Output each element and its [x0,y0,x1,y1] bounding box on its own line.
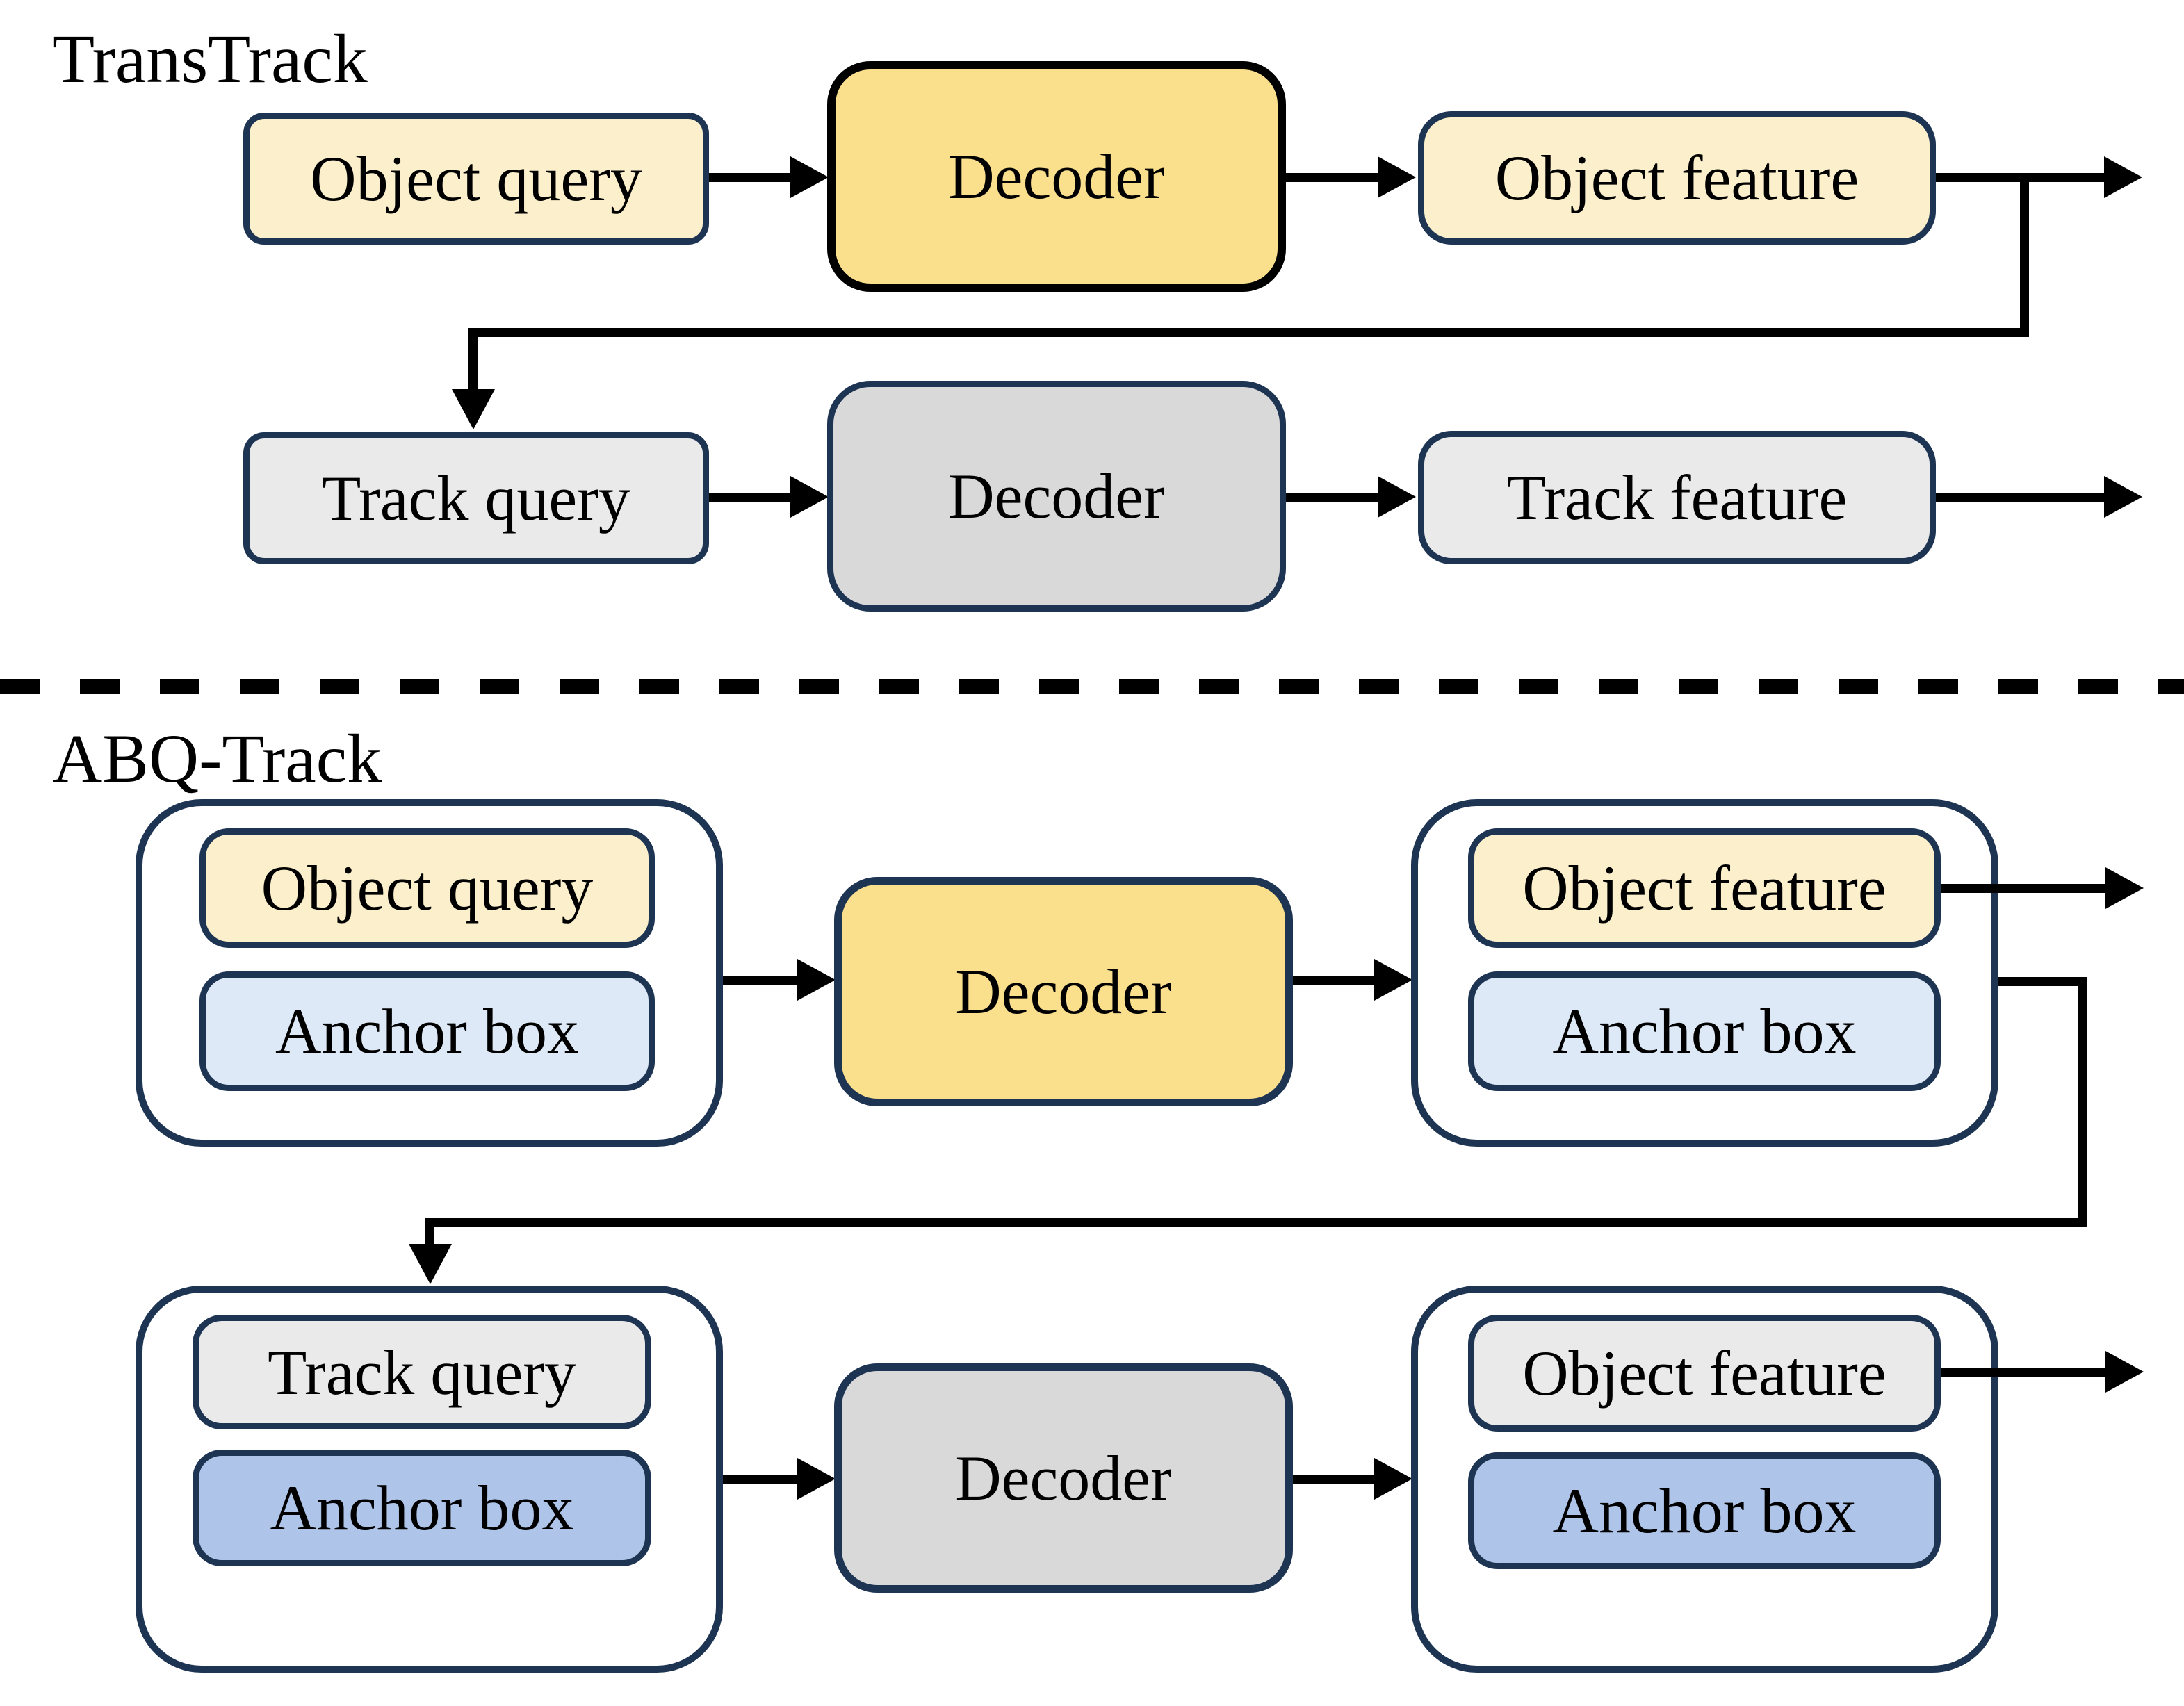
abq-object-feature-box-2: Object feature [1468,1315,1941,1432]
arrow-decoder3-to-container2 [1293,976,1380,985]
section-divider-dashed-line [0,679,2184,694]
transtrack-track-feature-box: Track feature [1418,431,1936,564]
arrowhead-objectfeature-out [2104,156,2142,198]
transtrack-track-query-box: Track query [243,432,709,564]
transtrack-title: TransTrack [52,20,368,97]
arrowhead-objectquery-to-decoder [790,156,829,198]
arrowhead-feedback2-into-container [409,1244,452,1284]
arrowhead-decoder2-to-trackfeature [1378,476,1416,518]
arrowhead-container3-to-decoder4 [797,1458,836,1500]
feedback2-line-drop [425,1218,434,1247]
transtrack-decoder-box: Decoder [827,61,1286,292]
abq-object-query-box: Object query [199,828,655,948]
arrowhead-trackquery-to-decoder [790,476,829,518]
arrow-objectfeature1-out [1941,884,2108,893]
arrow-decoder2-to-trackfeature [1286,493,1380,502]
feedback2-line-down [2078,977,2087,1227]
abq-anchor-box-out-1: Anchor box [1468,971,1941,1091]
arrowhead-objectfeature2-out [2105,1351,2144,1393]
transtrack-decoder2-box: Decoder [827,381,1286,612]
feedback2-line-across [425,1218,2087,1227]
abq-anchor-box-out-2: Anchor box [1468,1452,1941,1569]
abq-anchor-box-in-2: Anchor box [193,1450,651,1566]
arrow-container3-to-decoder4 [723,1475,803,1484]
transtrack-object-query-box: Object query [243,113,709,245]
arrow-decoder-to-objectfeature [1286,173,1380,182]
transtrack-object-feature-box: Object feature [1418,111,1936,245]
abq-decoder2-box: Decoder [834,1363,1293,1593]
feedback1-line-across [468,328,2029,337]
arrowhead-objectfeature1-out [2105,867,2144,909]
arrowhead-decoder-to-objectfeature [1378,156,1416,198]
arrow-decoder4-to-container4 [1293,1475,1380,1484]
arrowhead-container1-to-decoder3 [797,959,836,1001]
arrow-trackfeature-out [1936,493,2106,502]
arrow-objectquery-to-decoder [709,173,796,182]
arrow-objectfeature2-out [1941,1368,2108,1377]
feedback1-line-drop [468,328,478,392]
abq-track-title: ABQ-Track [52,720,382,797]
abq-track-query-box: Track query [193,1315,651,1429]
arrowhead-trackfeature-out [2104,476,2142,518]
abq-object-feature-box-1: Object feature [1468,828,1941,948]
abq-decoder-box: Decoder [834,877,1293,1106]
abq-anchor-box-in-1: Anchor box [199,971,655,1091]
arrowhead-feedback1-into-trackquery [452,389,495,429]
feedback1-line-down [2020,177,2029,337]
arrow-container1-to-decoder3 [723,976,803,985]
arrow-trackquery-to-decoder [709,493,796,502]
arrowhead-decoder4-to-container4 [1374,1458,1412,1500]
arrowhead-decoder3-to-container2 [1374,959,1412,1001]
feedback2-line-out [1998,977,2087,986]
